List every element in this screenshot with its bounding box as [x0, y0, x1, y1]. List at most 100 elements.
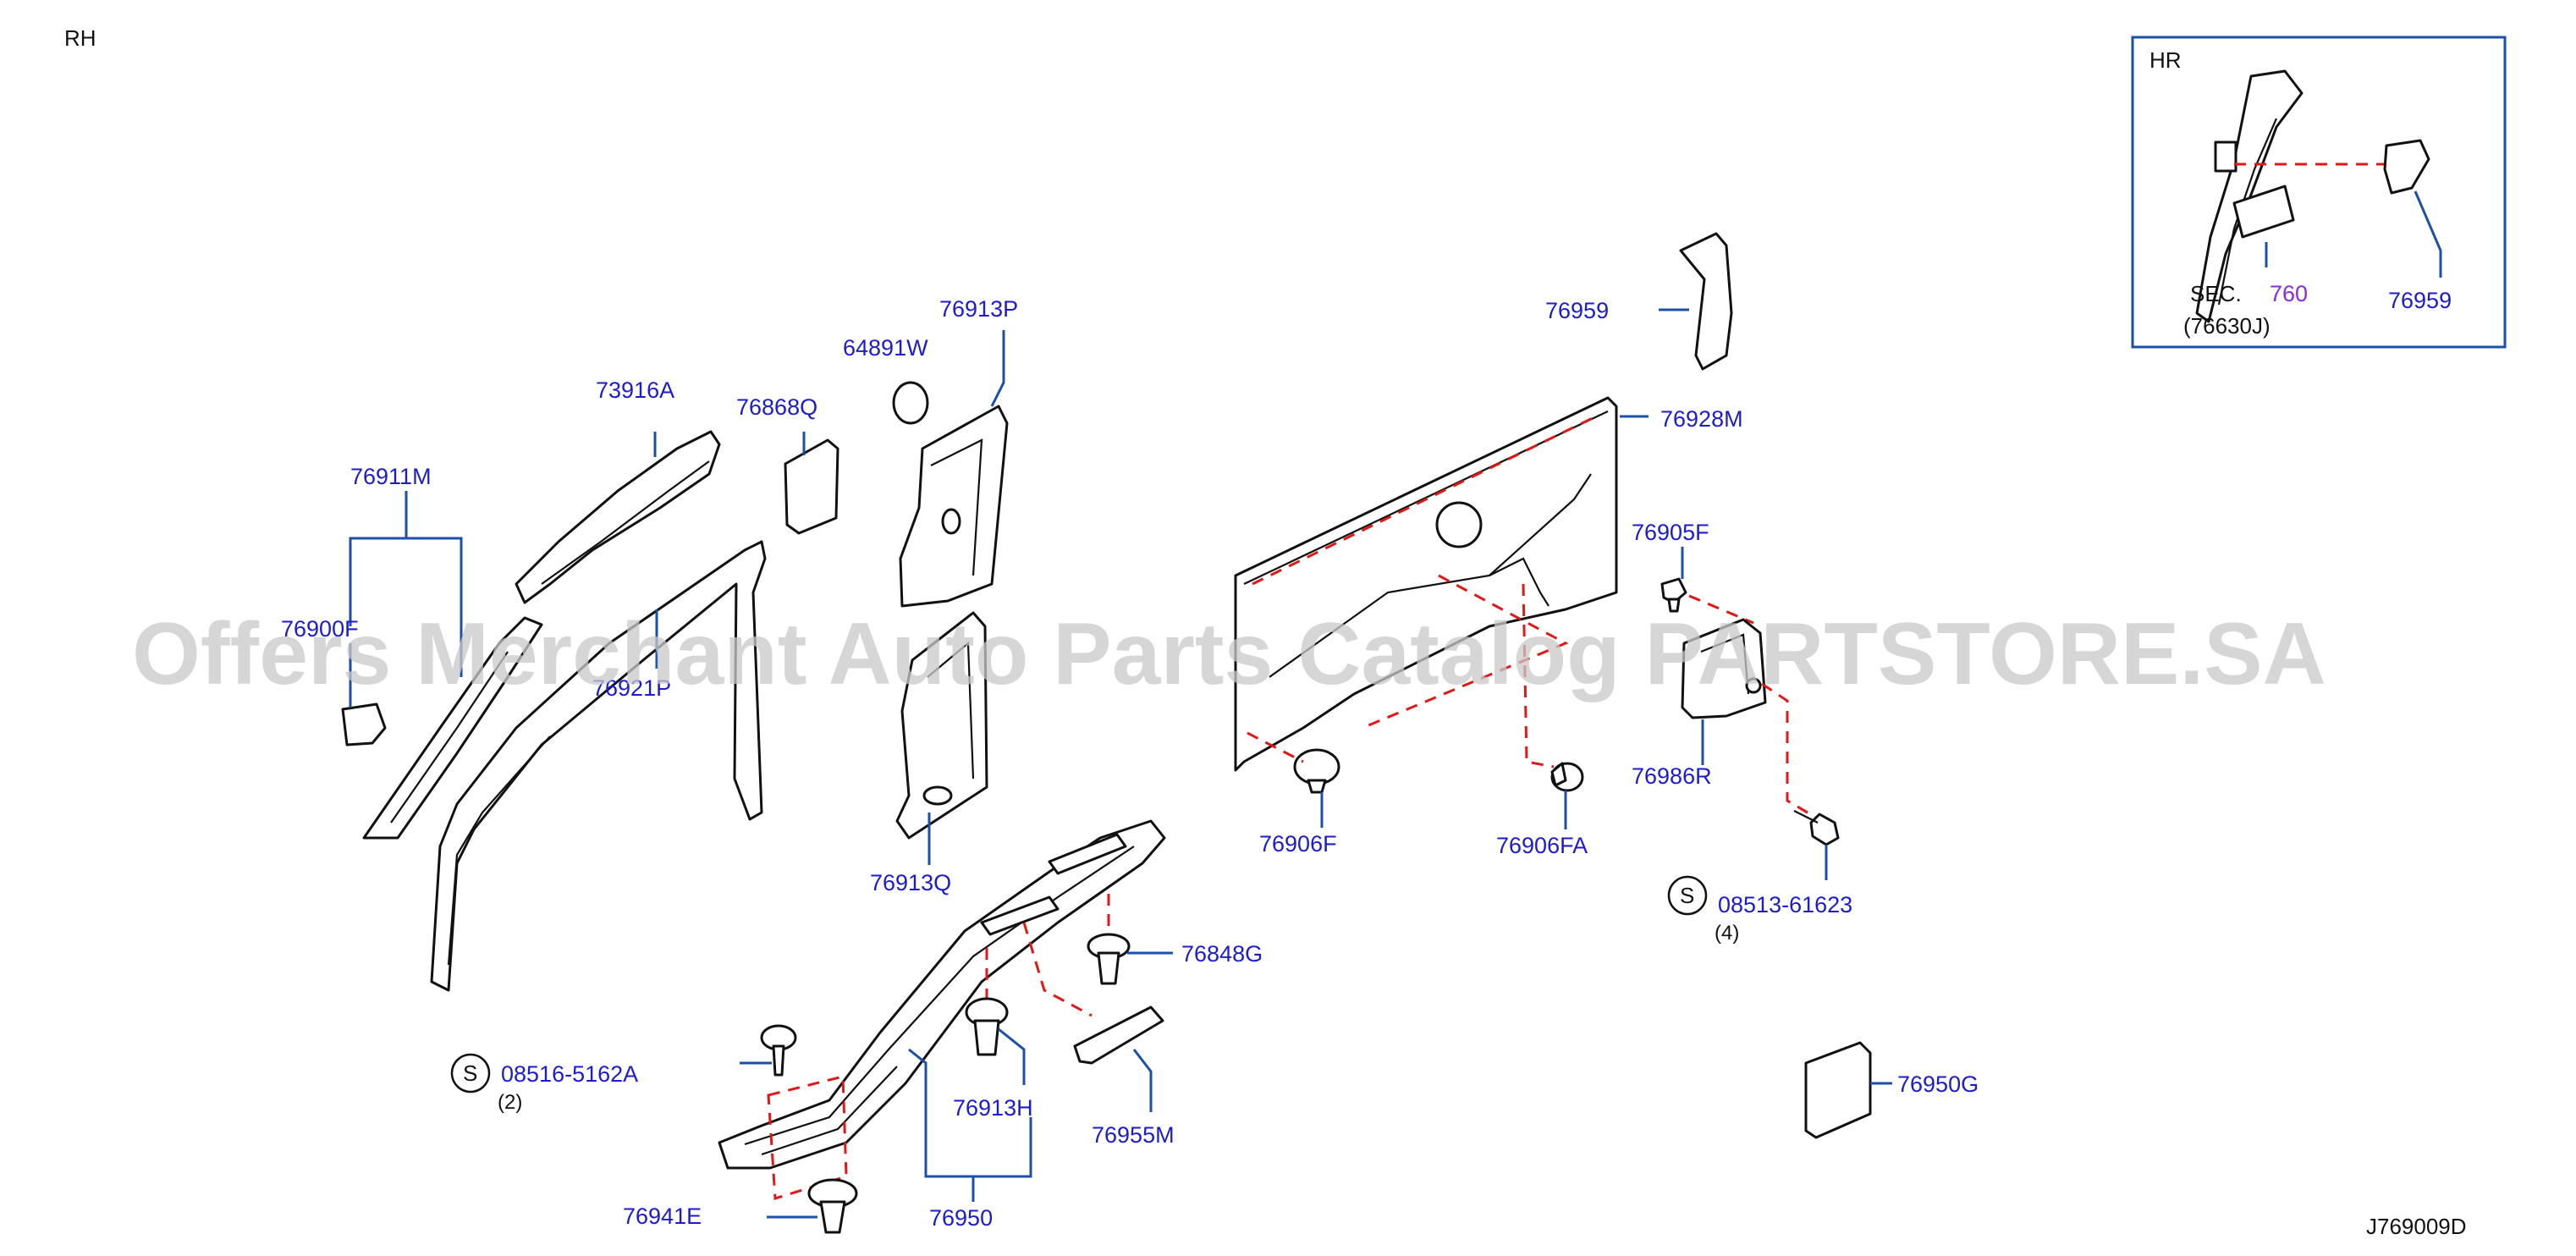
label-76928M: 76928M — [1660, 406, 1743, 432]
part-76941E-body — [819, 1200, 846, 1234]
qty-08516-5162A: (2) — [498, 1091, 522, 1114]
part-76911M-edge — [390, 651, 509, 824]
label-76921P: 76921P — [592, 675, 671, 701]
dash-step-clips — [767, 1075, 848, 1200]
inset-frame — [2131, 36, 2507, 349]
left-pillar-group — [341, 430, 767, 992]
step-fasteners-group: S — [450, 933, 1173, 1234]
part-76950-step-pad — [980, 895, 1060, 936]
part-76913P-hole — [941, 508, 961, 535]
part-76950-edge-2 — [761, 1066, 898, 1156]
side-label: RH — [64, 25, 96, 51]
inset-sec-number: 760 — [2270, 281, 2308, 306]
inset-slot — [2214, 140, 2237, 173]
dash-76905F — [1688, 594, 1754, 625]
label-64891W: 64891W — [843, 335, 928, 361]
label-76950: 76950 — [929, 1205, 993, 1231]
part-76950-group — [718, 819, 1166, 1202]
label-76913H: 76913H — [953, 1095, 1033, 1121]
part-76928M-hole — [1435, 501, 1483, 548]
part-76928M-panel — [1234, 396, 1618, 772]
inset-title: HR — [2149, 47, 2182, 73]
label-76986R: 76986R — [1632, 763, 1712, 789]
part-76913H-body — [973, 1019, 1000, 1056]
part-76913P-edge — [930, 438, 983, 576]
label-76959: 76959 — [1545, 298, 1609, 323]
part-73916A-shape — [515, 430, 721, 604]
bracket-group: S — [1660, 547, 1840, 916]
part-08513-61623-shape — [1809, 813, 1840, 846]
part-76986R-hole — [1745, 677, 1762, 694]
part-76950-step-pad-2 — [1048, 833, 1127, 875]
dash-panel-clips — [1362, 574, 1569, 730]
part-76913Q-edge — [927, 641, 975, 779]
qty-08513-61623: (4) — [1715, 922, 1739, 945]
part-76911M-shape — [362, 616, 543, 840]
part-08513-61623-shaft — [1793, 810, 1819, 824]
inset-part-leader — [2414, 190, 2442, 278]
label-76848G: 76848G — [1181, 941, 1263, 967]
part-76955M-shape — [1073, 1005, 1164, 1065]
std-symbol-08513 — [1667, 875, 1708, 916]
part-76906F-stem — [1307, 779, 1327, 794]
inset-pillar-part — [2195, 69, 2304, 323]
label-76955M: 76955M — [1092, 1122, 1175, 1148]
inset-bracket — [2232, 185, 2295, 239]
label-73916A: 73916A — [596, 377, 674, 403]
std-symbol-08516-letter: S — [463, 1060, 477, 1086]
label-76941E: 76941E — [623, 1204, 702, 1229]
part-76913P-shape — [899, 405, 1009, 608]
label-76906F: 76906F — [1259, 831, 1337, 857]
label-76905F: 76905F — [1632, 520, 1709, 545]
label-76950G: 76950G — [1897, 1071, 1979, 1097]
std-symbol-08516 — [450, 1053, 491, 1093]
part-76959-group — [1659, 232, 1733, 371]
part-76921P-edge — [447, 735, 551, 966]
dash-76906F — [1247, 731, 1304, 763]
label-08516-5162A: 08516-5162A — [501, 1061, 638, 1087]
dash-76955M — [1022, 922, 1093, 1017]
part-76900F-shape — [341, 702, 387, 746]
part-76986R-edge — [1700, 633, 1750, 695]
label-76906FA: 76906FA — [1496, 833, 1588, 858]
center-pillar-group — [895, 330, 1009, 865]
diagram-code: J769009D — [2366, 1214, 2467, 1239]
inset-sec-ref: (76630J) — [2183, 313, 2271, 339]
std-symbol-08513-letter: S — [1680, 883, 1694, 908]
part-76959-shape — [1679, 232, 1733, 371]
part-76868Q-group — [784, 432, 839, 535]
leader-76955M — [1132, 1049, 1153, 1112]
part-76928M-ridge — [1252, 413, 1600, 586]
part-76906FA-stem — [1550, 762, 1567, 787]
part-64891W-shape — [892, 381, 929, 425]
part-76928M-bump — [1489, 557, 1549, 607]
clips-76906-group — [1247, 574, 1584, 829]
leader-76913H — [998, 1027, 1026, 1085]
label-76913Q: 76913Q — [870, 870, 951, 895]
inset-part-label: 76959 — [2388, 288, 2452, 313]
inset-hr: HR SEC. 760 (76630J) 76959 — [2131, 36, 2507, 349]
part-76921P-shape — [430, 540, 767, 992]
label-76900F: 76900F — [281, 616, 359, 642]
watermark-text: Offers Merchant Auto Parts Catalog PARTS… — [132, 605, 2326, 703]
part-08516-5162A-shaft — [772, 1044, 785, 1077]
part-76905F-shape — [1660, 577, 1687, 604]
part-76928M-group — [1234, 396, 1649, 772]
label-76913P: 76913P — [939, 296, 1018, 322]
part-76950G-shape — [1804, 1041, 1872, 1139]
part-76906F-shape — [1293, 748, 1340, 785]
dash-bolt — [1761, 682, 1817, 819]
part-76950G-group — [1804, 1041, 1892, 1139]
label-76868Q: 76868Q — [736, 394, 817, 420]
part-76868Q-shape — [784, 438, 839, 535]
inset-cap-part — [2383, 139, 2430, 195]
leader-76950-bracket — [908, 1048, 1032, 1178]
part-76905F-stem — [1667, 598, 1681, 613]
part-76848G-body — [1097, 951, 1120, 985]
inset-sec-label: SEC. — [2190, 281, 2242, 306]
part-76950-edge-1 — [744, 846, 1135, 1146]
part-76913Q-hole — [922, 785, 953, 806]
part-73916A-edge — [541, 460, 710, 585]
leader-76913P — [990, 330, 1005, 407]
